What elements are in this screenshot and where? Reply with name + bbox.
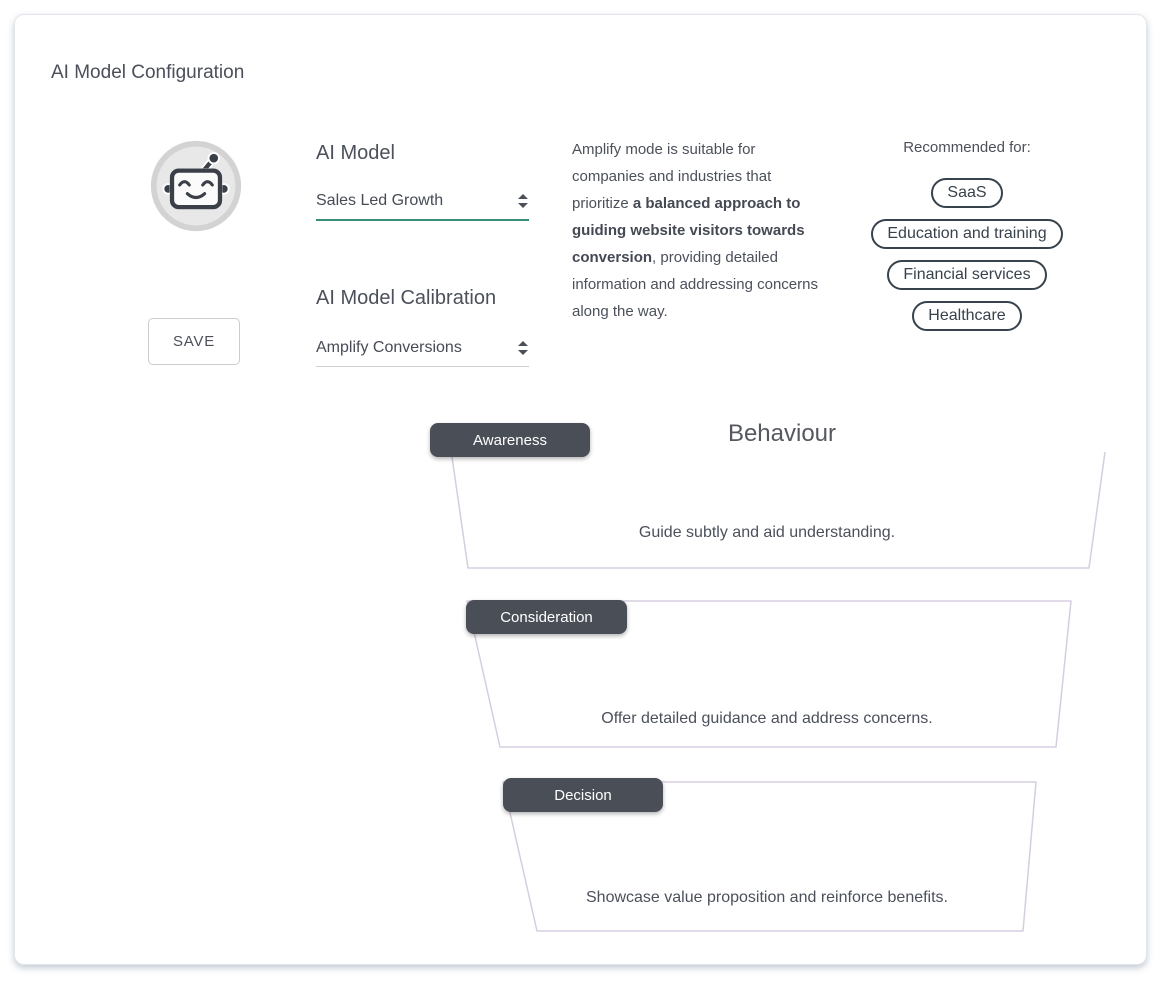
ai-model-selected-value: Sales Led Growth — [316, 192, 444, 209]
mode-description: Amplify mode is suitable for companies a… — [572, 136, 826, 325]
stage-description-awareness: Guide subtly and aid understanding. — [638, 524, 896, 541]
description-text-post: , providing detailed information and add… — [572, 249, 818, 320]
calibration-selected-value: Amplify Conversions — [316, 338, 462, 356]
ai-model-calibration-label: AI Model Calibration — [316, 287, 497, 309]
pill-education-and-training: Education and training — [871, 219, 1063, 249]
sort-arrows-icon — [518, 194, 528, 208]
robot-icon — [150, 140, 242, 232]
recommended-pill-list: SaaS Education and training Financial se… — [871, 178, 1063, 331]
recommended-section: Recommended for: SaaS Education and trai… — [848, 139, 1086, 331]
ai-model-configuration-card: AI Model Configuration SAVE AI Model Sal… — [14, 14, 1147, 965]
pill-healthcare: Healthcare — [912, 301, 1022, 331]
stage-description-consideration: Offer detailed guidance and address conc… — [601, 710, 933, 727]
ai-model-calibration-select[interactable]: Amplify Conversions — [316, 329, 529, 367]
sort-arrows-icon — [518, 340, 528, 355]
description-text-pre: Amplify mode is suitable for companies a… — [572, 141, 772, 212]
ai-model-label: AI Model — [316, 142, 395, 164]
stage-description-decision: Showcase value proposition and reinforce… — [586, 889, 948, 906]
robot-avatar — [148, 138, 244, 234]
description-text-bold: a balanced approach to guiding website v… — [572, 195, 805, 266]
stage-badge-awareness: Awareness — [430, 423, 590, 457]
save-button[interactable]: SAVE — [148, 318, 240, 365]
stage-badge-decision: Decision — [503, 778, 663, 812]
stage-badge-consideration: Consideration — [466, 600, 627, 634]
behaviour-title: Behaviour — [727, 420, 837, 447]
pill-saas: SaaS — [931, 178, 1003, 208]
recommended-heading: Recommended for: — [903, 139, 1031, 156]
pill-financial-services: Financial services — [887, 260, 1047, 290]
page-title: AI Model Configuration — [51, 62, 245, 83]
ai-model-select[interactable]: Sales Led Growth — [316, 183, 529, 221]
